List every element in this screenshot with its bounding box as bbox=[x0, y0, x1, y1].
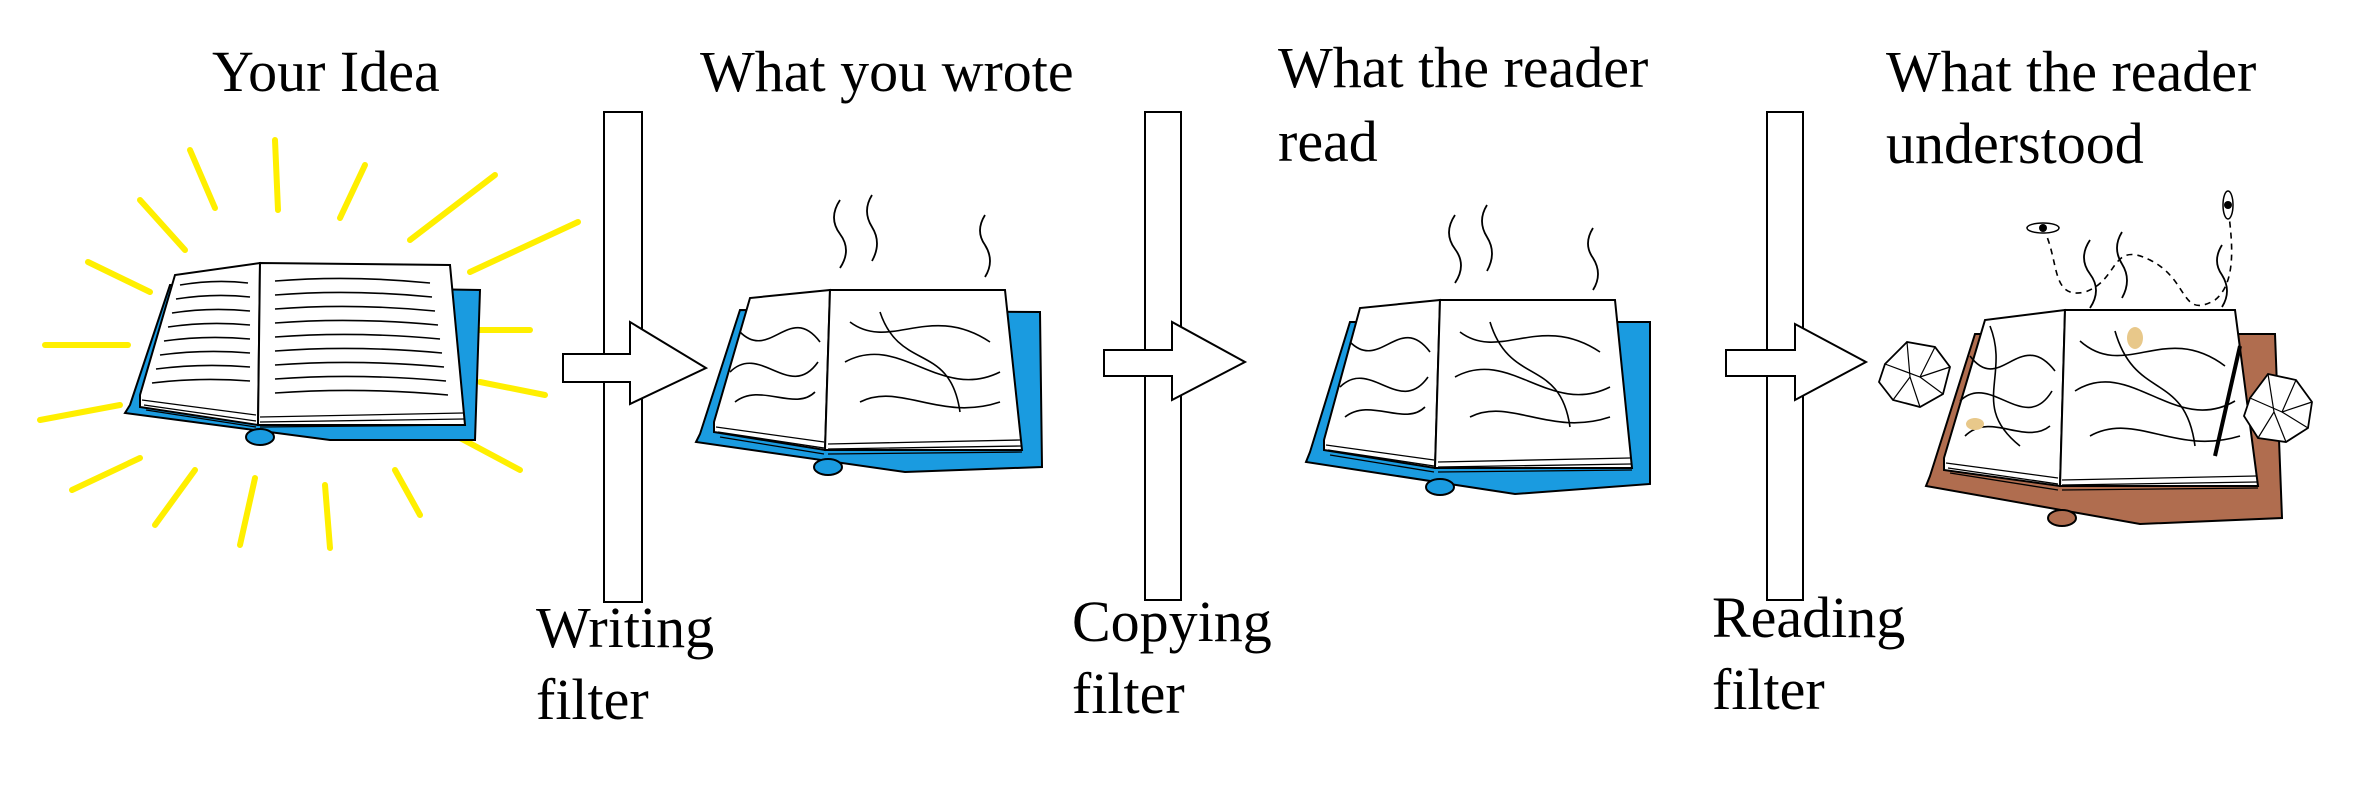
stage-4-title-line2: understood bbox=[1886, 111, 2144, 176]
filter-1-label-line2: filter bbox=[536, 667, 649, 732]
open-book-icon bbox=[123, 261, 482, 446]
fly-icon bbox=[2026, 190, 2234, 307]
steam-icon bbox=[1448, 204, 1599, 291]
open-book-icon bbox=[1924, 308, 2284, 527]
arrow-right-icon bbox=[1725, 322, 1869, 402]
filter-3-label-line2: filter bbox=[1712, 657, 1825, 722]
steam-icon bbox=[833, 194, 991, 278]
crumpled-paper-icon bbox=[1877, 341, 1951, 408]
stage-3-title-line2: read bbox=[1278, 109, 1378, 174]
filter-3-label-line1: Reading bbox=[1712, 585, 1906, 650]
steam-icon bbox=[2083, 231, 2228, 309]
open-book-icon bbox=[694, 288, 1044, 476]
stage-1-title: Your Idea bbox=[212, 39, 440, 104]
stage-2-title: What you wrote bbox=[700, 39, 1074, 104]
filter-2-label-line2: filter bbox=[1072, 661, 1185, 726]
stage-4-title-line1: What the reader bbox=[1886, 39, 2257, 104]
glow-rays-icon bbox=[37, 137, 581, 551]
stage-3-title-line1: What the reader bbox=[1278, 35, 1649, 100]
crumpled-paper-icon bbox=[2243, 372, 2313, 443]
filter-1-label-line1: Writing bbox=[536, 595, 715, 660]
arrow-right-icon bbox=[562, 320, 709, 406]
arrow-right-icon bbox=[1103, 320, 1248, 402]
open-book-icon bbox=[1304, 298, 1651, 496]
